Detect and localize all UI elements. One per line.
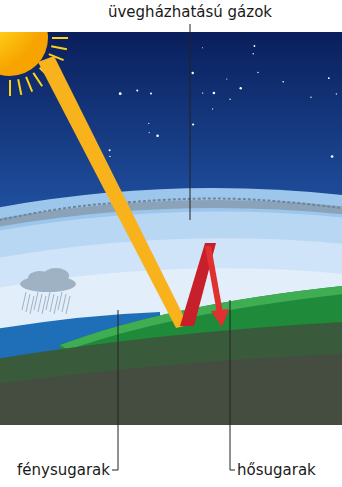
light-label: fénysugarak	[15, 461, 112, 479]
heat-label: hősugarak	[235, 461, 318, 479]
gas-label: üvegházhatású gázok	[106, 3, 274, 21]
